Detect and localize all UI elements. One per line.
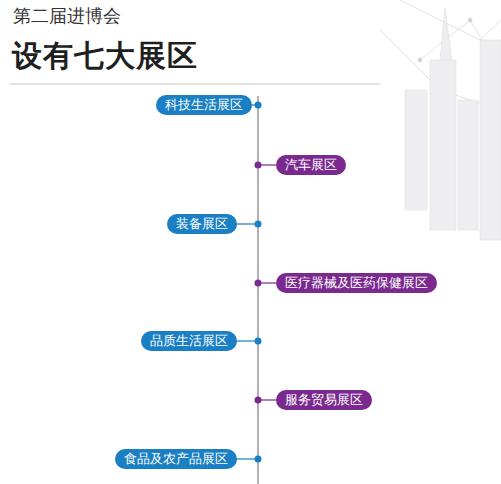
timeline-dot (255, 280, 262, 287)
zone-label: 品质生活展区 (150, 333, 228, 348)
zone-label: 服务贸易展区 (285, 392, 363, 407)
timeline-dot (255, 338, 262, 345)
timeline-dot (255, 221, 262, 228)
zone-pill: 汽车展区 (276, 155, 346, 175)
timeline-dot (255, 102, 262, 109)
title: 设有七大展区 (12, 36, 198, 77)
zone-pill: 服务贸易展区 (276, 390, 372, 410)
timeline-dot (255, 162, 262, 169)
zone-pill: 装备展区 (167, 214, 237, 234)
zone-label: 装备展区 (176, 216, 228, 231)
zone-pill: 食品及农产品展区 (115, 449, 237, 469)
timeline-dot (255, 456, 262, 463)
zone-label: 汽车展区 (285, 157, 337, 172)
subtitle: 第二届进博会 (13, 4, 121, 28)
timeline-dot (255, 397, 262, 404)
zone-label: 食品及农产品展区 (124, 451, 228, 466)
zone-pill: 医疗器械及医药保健展区 (276, 273, 437, 293)
zone-pill: 科技生活展区 (156, 95, 252, 115)
zone-label: 医疗器械及医药保健展区 (285, 275, 428, 290)
zone-label: 科技生活展区 (165, 97, 243, 112)
zone-pill: 品质生活展区 (141, 331, 237, 351)
